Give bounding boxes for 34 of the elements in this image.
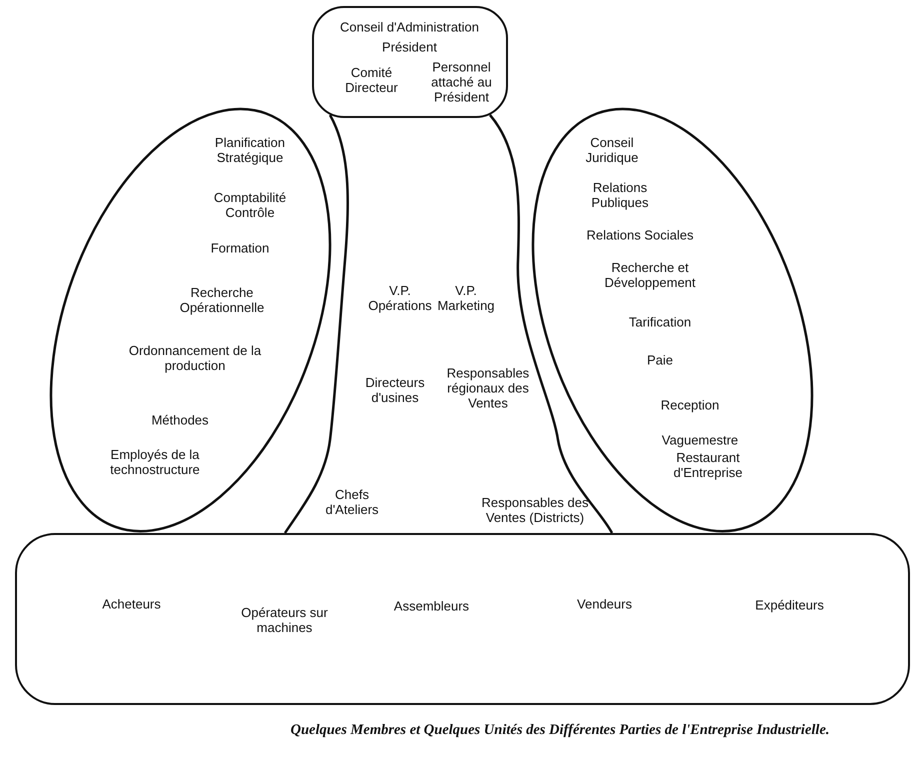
role-label: Directeurs d'usines	[364, 375, 426, 405]
job-label: Vendeurs	[576, 596, 633, 611]
unit-label: Relations Sociales	[586, 227, 694, 242]
role-label: V.P. Marketing	[436, 283, 496, 313]
unit-label: Ordonnancement de la production	[128, 342, 262, 373]
unit-label: Paie	[646, 352, 674, 368]
unit-label: Personnel attaché au Président	[430, 59, 493, 104]
unit-label: Conseil d'Administration	[338, 19, 480, 34]
job-label: Assembleurs	[392, 598, 470, 613]
unit-label: Tarification	[628, 314, 692, 330]
unit-label: Président	[381, 39, 438, 54]
unit-label: Recherche Opérationnelle	[178, 284, 266, 315]
unit-label: Recherche et Développement	[603, 260, 697, 290]
role-label: Chefs d'Ateliers	[324, 487, 380, 517]
unit-label: Reception	[660, 397, 720, 412]
unit-label: Formation	[210, 240, 270, 256]
role-label: V.P. Opérations	[367, 283, 433, 313]
unit-label: Vaguemestre	[660, 432, 740, 448]
role-label: Responsables régionaux des Ventes	[446, 366, 530, 410]
unit-label: Comité Directeur	[344, 64, 399, 94]
unit-label: Restaurant d'Entreprise	[672, 450, 744, 480]
unit-label: Conseil Juridique	[584, 134, 640, 165]
unit-label: Relations Publiques	[590, 180, 650, 210]
job-label: Expéditeurs	[754, 597, 825, 612]
unit-label: Méthodes	[150, 412, 210, 428]
strategic-apex-box	[312, 6, 508, 118]
unit-label: Employés de la technostructure	[109, 446, 201, 477]
role-label: Responsables des Ventes (Districts)	[480, 495, 590, 525]
operating-core-box	[15, 533, 910, 705]
job-label: Acheteurs	[101, 596, 162, 611]
caption: Quelques Membres et Quelques Unités des Différentes Parties de l'Entreprise Industrielle.	[289, 722, 831, 739]
unit-label: Planification Stratégique	[214, 134, 286, 165]
job-label: Opérateurs sur machines	[240, 604, 329, 634]
unit-label: Comptabilité Contrôle	[212, 190, 288, 220]
